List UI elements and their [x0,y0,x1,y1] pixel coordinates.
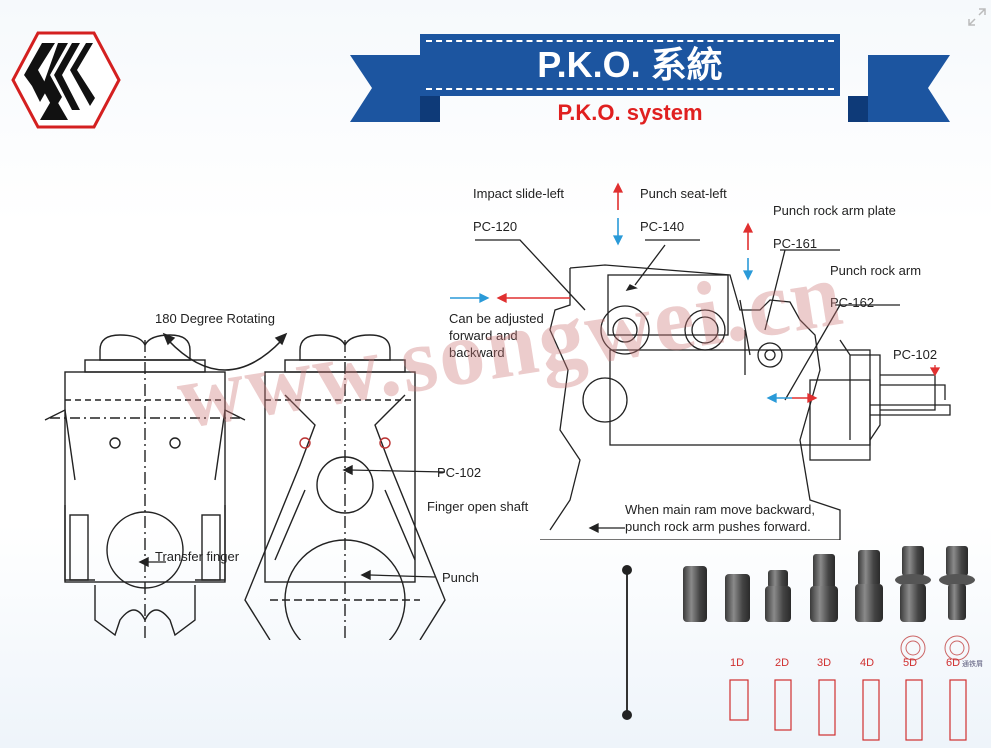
transfer-finger-diagram [44,332,446,640]
adjust-label-line2: forward and [449,328,518,343]
adjust-label-line1: Can be adjusted [449,311,544,326]
stage-6d: 6D [946,657,961,669]
punch-rock-arm-label: Punch rock arm [830,263,922,278]
note-line1: When main ram move backward, [625,502,816,517]
pc102-left-label: PC-102 [437,465,482,480]
punch-rock-arm-plate-label: Punch rock arm plate [773,203,896,218]
finger-open-shaft-label: Finger open shaft [427,499,529,514]
punch-seat-left-label: Punch seat-left [640,186,727,201]
stage-2d: 2D [775,657,790,669]
pc162-label: PC-162 [830,295,875,310]
stage-6d-note: 通铁屑 [962,661,983,668]
rotation-label: 180 Degree Rotating [155,311,275,326]
banner-ribbon-tails [350,55,950,122]
impact-slide-left-label: Impact slide-left [473,186,565,201]
transfer-finger-label: Transfer finger [155,549,240,564]
pc161-label: PC-161 [773,236,818,251]
pko-mechanism-diagram [450,182,951,540]
stage-3d: 3D [817,657,832,669]
company-logo [11,31,121,129]
banner: P.K.O. 系統 [420,34,840,96]
banner-title: P.K.O. 系統 [537,44,723,85]
banner-subtitle: P.K.O. system [557,100,703,125]
note-line2: punch rock arm pushes forward. [625,519,811,534]
stage-1d: 1D [730,657,745,669]
punch-label: Punch [442,570,479,585]
expand-icon[interactable] [966,6,988,28]
pc102-right-label: PC-102 [893,347,938,362]
pc140-label: PC-140 [640,219,685,234]
stage-5d: 5D [903,657,918,669]
parts-stages-illustration [622,546,975,741]
adjust-label-line3: backward [449,345,505,360]
pc120-label: PC-120 [473,219,518,234]
stage-4d: 4D [860,657,875,669]
